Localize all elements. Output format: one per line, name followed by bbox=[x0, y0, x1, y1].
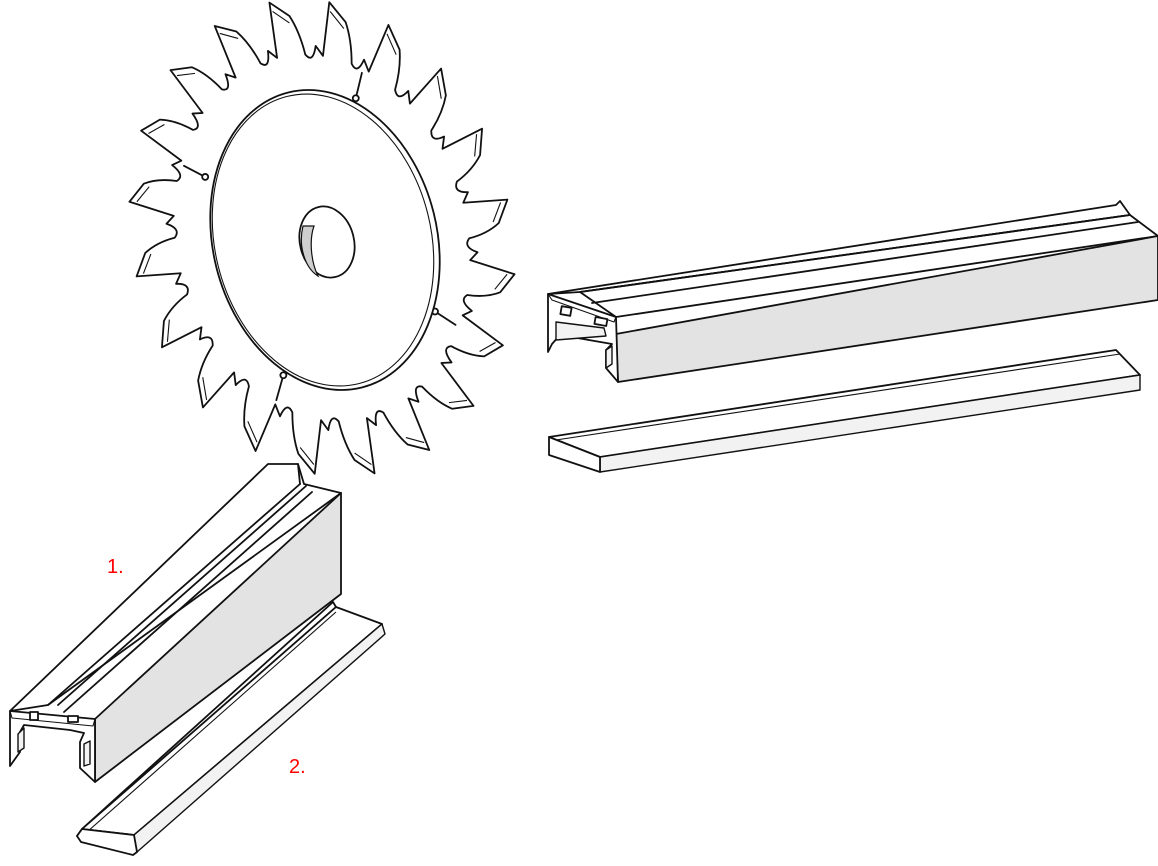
expansion-slot-hole bbox=[351, 94, 360, 103]
expansion-slot-hole bbox=[201, 173, 210, 181]
expansion-slot bbox=[354, 71, 363, 100]
expansion-slot bbox=[183, 164, 207, 178]
profile-right-cover-strip bbox=[548, 349, 1141, 473]
profile-right-top-face bbox=[547, 200, 1131, 295]
profile-1-end-face bbox=[9, 710, 96, 783]
saw-blade-hub-rim bbox=[211, 93, 435, 387]
profile-2-cover-strip bbox=[76, 601, 386, 856]
expansion-slots bbox=[183, 71, 457, 402]
arbor-hole-inner-wall bbox=[300, 225, 320, 278]
callout-label-2: 2. bbox=[289, 756, 306, 778]
callout-label-1: 1. bbox=[107, 556, 124, 578]
saw-blade bbox=[128, 1, 516, 475]
expansion-slot-hole bbox=[279, 371, 288, 380]
expansion-slot bbox=[275, 374, 285, 402]
profile-2-end bbox=[76, 828, 138, 856]
profile-1-frame bbox=[9, 463, 342, 783]
expansion-slot bbox=[434, 310, 457, 326]
saw-blade-inner-edge bbox=[136, 10, 508, 466]
profile-right-frame bbox=[547, 200, 1158, 383]
profile-right-strip-end bbox=[548, 436, 601, 473]
